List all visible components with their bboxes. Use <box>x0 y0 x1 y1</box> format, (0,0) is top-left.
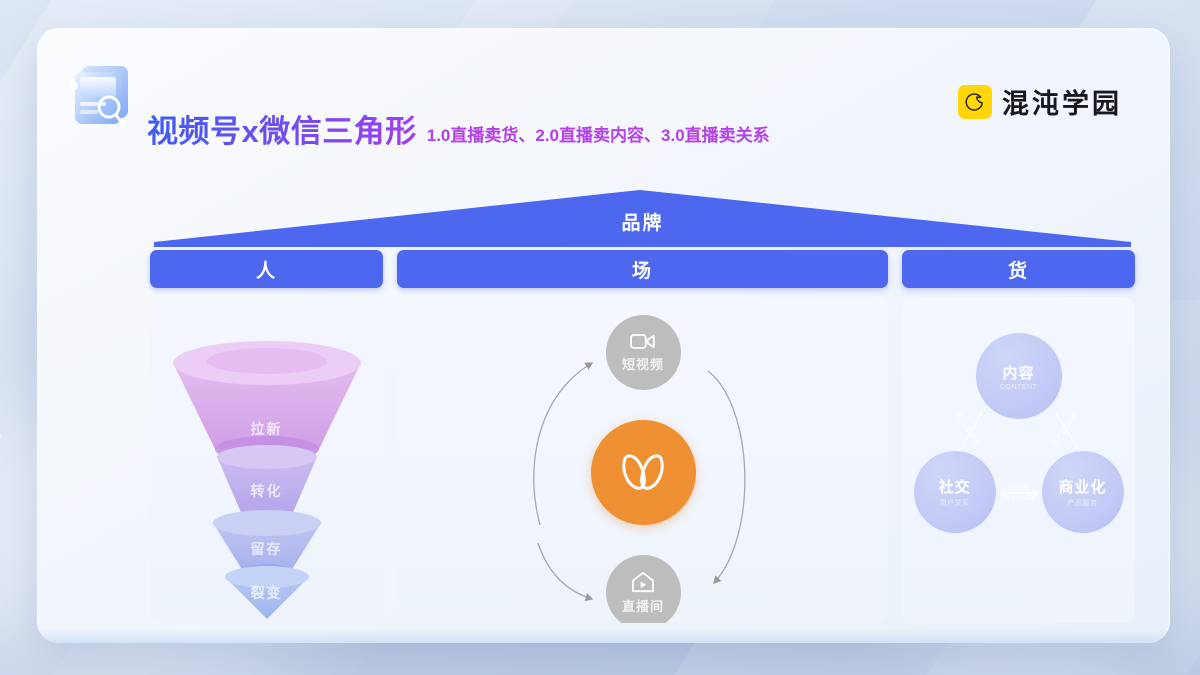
triangle-node-label: 商业化 <box>1058 479 1107 496</box>
cycle-node-label: 直播间 <box>621 598 664 614</box>
triangle-node-sublabel: 产品服务 <box>1067 500 1098 507</box>
triangle-node-content[interactable]: 内容 CONTENT <box>975 333 1062 419</box>
slide-card: 视频号x微信三角形 1.0直播卖货、2.0直播卖内容、3.0直播卖关系 混沌学园… <box>37 28 1170 643</box>
column-people: 人 <box>150 250 383 623</box>
cycle-diagram: 短视频 直播间 <box>518 315 768 623</box>
page-subtitle: 1.0直播卖货、2.0直播卖内容、3.0直播卖关系 <box>426 126 770 145</box>
funnel-stage-label: 拉新 <box>250 421 283 437</box>
cycle-node-live-room[interactable]: 直播间 <box>605 555 681 623</box>
triangle-node-commercialization[interactable]: 商业化 产品服务 <box>1041 451 1124 533</box>
cycle-node-label: 短视频 <box>621 357 664 372</box>
roof-label: 品牌 <box>621 213 664 234</box>
header: 视频号x微信三角形 1.0直播卖货、2.0直播卖内容、3.0直播卖关系 <box>147 106 1130 150</box>
brand-name: 混沌学园 <box>1002 89 1122 119</box>
funnel-stage-label: 留存 <box>250 541 283 557</box>
triangle-node-sublabel: 用户关系 <box>939 500 970 507</box>
triangle-edge-label-bottom: 品牌的身份认同 <box>1002 483 1035 503</box>
document-search-icon <box>60 50 148 138</box>
cycle-center-wechat-channels[interactable] <box>590 420 696 525</box>
cycle-node-short-video[interactable]: 短视频 <box>605 315 681 390</box>
brand-logo: 混沌学园 <box>958 82 1122 121</box>
funnel-stage-label: 裂变 <box>250 585 283 601</box>
triangle-diagram: 内容 CONTENT 社交 用户关系 商业化 产品服务 内容即关系 生产即内容 … <box>913 333 1124 563</box>
triangle-node-sublabel: CONTENT <box>999 383 1038 391</box>
live-house-icon <box>632 571 654 592</box>
page-title: 视频号x微信三角形 <box>147 106 417 151</box>
cycle-arrows <box>532 362 745 602</box>
column-place: 场 <box>397 250 888 623</box>
video-camera-icon <box>630 334 655 349</box>
column-header-place[interactable]: 场 <box>397 250 888 288</box>
column-goods: 货 <box>902 250 1135 623</box>
roof-shape: 品牌 <box>150 186 1135 248</box>
wechat-channels-icon <box>622 453 664 490</box>
column-header-goods[interactable]: 货 <box>902 250 1135 288</box>
funnel-stage-label: 转化 <box>250 483 283 499</box>
triangle-node-label: 内容 <box>1002 364 1035 382</box>
column-header-people[interactable]: 人 <box>150 250 383 288</box>
chaos-circle-icon <box>958 84 992 119</box>
funnel-diagram: 拉新 转化 留存 裂变 <box>167 331 367 621</box>
pillar-columns: 人 <box>150 250 1135 623</box>
column-body-people: 拉新 转化 留存 裂变 <box>150 297 383 623</box>
triangle-node-social[interactable]: 社交 用户关系 <box>913 451 996 533</box>
triangle-node-label: 社交 <box>938 479 971 496</box>
column-body-place: 短视频 直播间 <box>397 297 888 623</box>
column-body-goods: 内容 CONTENT 社交 用户关系 商业化 产品服务 内容即关系 生产即内容 … <box>902 297 1135 623</box>
